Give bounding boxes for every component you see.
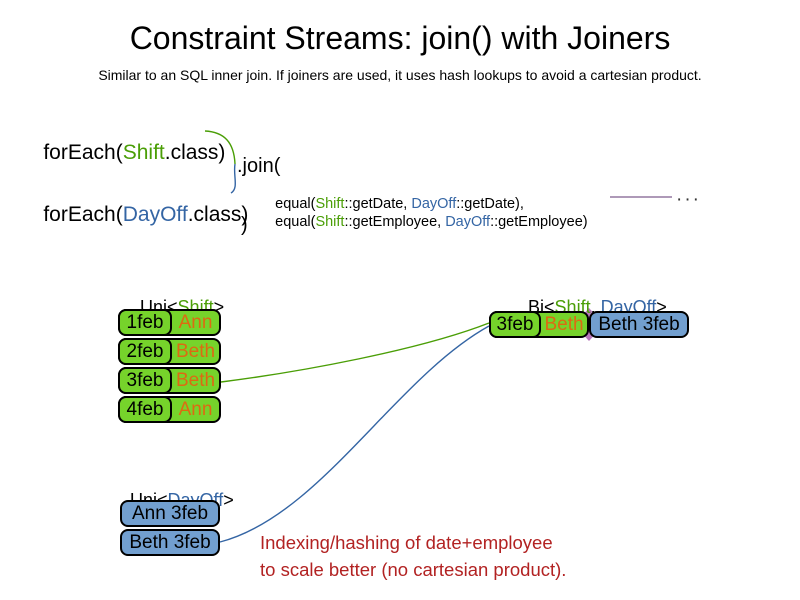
code-text: .class) <box>187 203 249 226</box>
code-text: ::getEmployee, <box>344 214 446 230</box>
code-text: ::getDate, <box>344 196 412 212</box>
shift-date-cell: 2feb <box>118 338 172 365</box>
bi-shift-date-cell: 3feb <box>489 311 541 338</box>
annotation-line: to scale better (no cartesian product). <box>260 559 567 580</box>
shift-date-cell: 1feb <box>118 309 172 336</box>
code-join-open: .join( <box>237 155 281 177</box>
shift-employee-cell: Ann <box>178 398 213 420</box>
label-text: > <box>223 490 234 510</box>
dayoff-match-connector <box>219 325 490 543</box>
code-text: equal( <box>275 196 316 212</box>
shift-date-cell: 4feb <box>118 396 172 423</box>
code-text: ::getDate), <box>456 196 524 212</box>
code-joiner-employee: equal(Shift::getEmployee, DayOff::getEmp… <box>259 198 588 246</box>
shift-employee-cell: Beth <box>175 340 216 362</box>
bi-dayoff-part: Beth 3feb <box>589 311 689 338</box>
dayoff-row: Ann 3feb <box>120 500 220 527</box>
dayoff-row: Beth 3feb <box>120 529 220 556</box>
shift-employee-cell: Beth <box>175 369 216 391</box>
code-text: ::getEmployee) <box>490 214 588 230</box>
code-foreach-shift: forEach(Shift.class) <box>20 117 225 189</box>
bi-shift-employee-cell: Beth <box>544 313 584 335</box>
shift-row: 3feb Beth <box>118 367 221 394</box>
dayoff-class-token: DayOff <box>445 214 491 230</box>
subtitle: Similar to an SQL inner join. If joiners… <box>98 67 702 83</box>
page-title: Constraint Streams: join() with Joiners <box>129 20 671 56</box>
dayoff-class-token: DayOff <box>122 203 188 226</box>
dayoff-class-token: DayOff <box>411 196 457 212</box>
code-text: forEach( <box>43 203 123 226</box>
shift-row: 4feb Ann <box>118 396 221 423</box>
shift-class-token: Shift <box>315 214 345 230</box>
code-text: equal( <box>275 214 316 230</box>
bi-shift-part: 3feb Beth <box>489 311 589 338</box>
shift-class-token: Shift <box>122 141 165 164</box>
shift-match-connector <box>220 322 490 383</box>
indexing-annotation: Indexing/hashing of date+employee to sca… <box>260 529 566 583</box>
label-text: > <box>656 297 667 317</box>
shift-class-token: Shift <box>315 196 345 212</box>
shift-row: 2feb Beth <box>118 338 221 365</box>
annotation-line: Indexing/hashing of date+employee <box>260 532 553 553</box>
more-joiners-ellipsis: ··· <box>676 189 701 210</box>
code-joiner-date: equal(Shift::getDate, DayOff::getDate), <box>259 180 524 228</box>
code-foreach-dayoff: forEach(DayOff.class) <box>20 179 248 251</box>
shift-date-cell: 3feb <box>118 367 172 394</box>
code-text: .class) <box>164 141 226 164</box>
shift-row: 1feb Ann <box>118 309 221 336</box>
shift-employee-cell: Ann <box>178 311 213 333</box>
label-text: , <box>590 297 601 317</box>
code-join-close: ) <box>241 214 248 236</box>
code-text: forEach( <box>43 141 123 164</box>
label-text: > <box>213 297 225 317</box>
